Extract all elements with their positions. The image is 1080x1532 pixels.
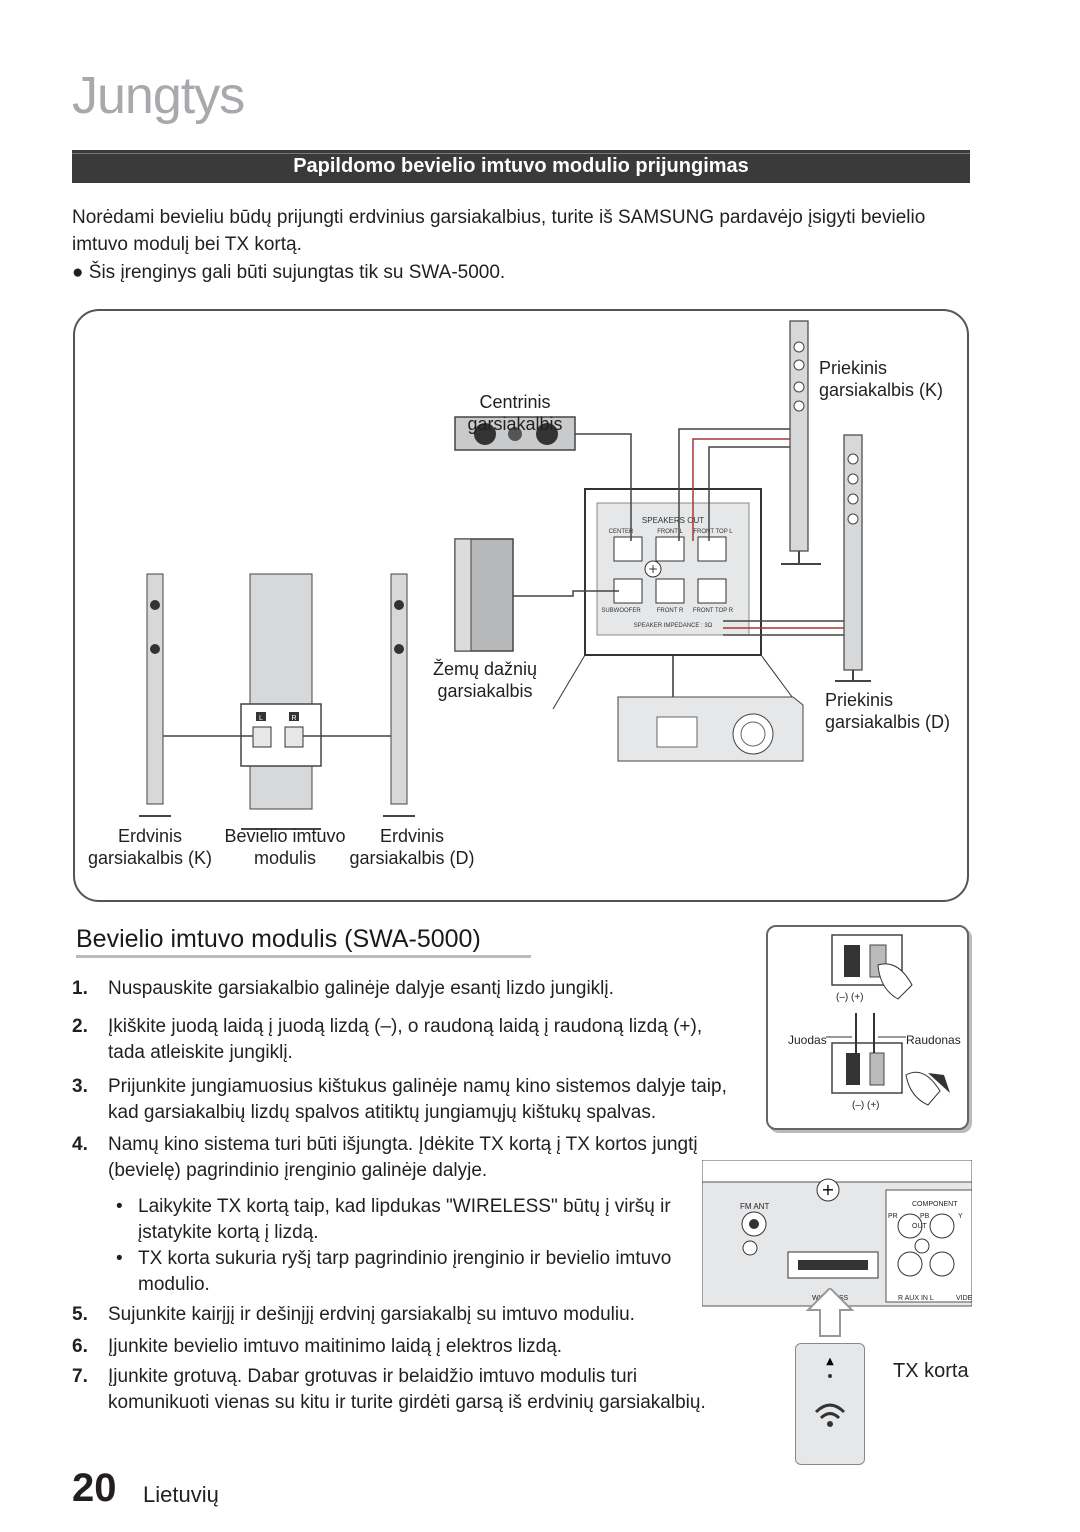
surround-left-speaker-graphic <box>139 573 171 817</box>
step-text: Sujunkite kairįjį ir dešinįjį erdvinį ga… <box>108 1304 635 1325</box>
main-unit-rear-graphic <box>617 696 804 762</box>
terminal-insertion-inset: (–) (+) Juodas Raudonas (–) (+) <box>766 925 969 1130</box>
panel-impedance-text: SPEAKER IMPEDANCE : 3Ω <box>634 623 713 629</box>
front-left-label-line2: garsiakalbis (K) <box>819 380 944 400</box>
step-number: 6. <box>72 1336 88 1357</box>
panel-title-text: SPEAKERS OUT <box>642 516 704 525</box>
y-label: Y <box>958 1213 963 1220</box>
black-wire-label: Juodas <box>788 1033 827 1047</box>
step-number: 3. <box>72 1076 88 1097</box>
step-text: Namų kino sistema turi būti išjungta. Įd… <box>108 1134 698 1181</box>
rear-panel-inset: + FM ANT COMPONENT OUT PR PB Y WIRELESS … <box>701 1159 973 1310</box>
connection-diagram: SPEAKERS OUT CENTER FRONT L FRONT TOP L … <box>73 309 969 902</box>
panel-label-front-top-r: FRONT TOP R <box>693 608 734 614</box>
tx-card-graphic: ▲ <box>795 1343 865 1465</box>
step-text: Įjunkite bevielio imtuvo maitinimo laidą… <box>108 1336 563 1357</box>
pr-label: PR <box>888 1213 898 1220</box>
module-r-label: R <box>291 715 296 722</box>
surround-right-label-line1: Erdvinis <box>379 826 445 846</box>
pb-label: PB <box>920 1213 930 1220</box>
red-wire-label: Raudonas <box>906 1033 961 1047</box>
front-right-label-line1: Priekinis <box>825 690 894 710</box>
front-right-speaker-graphic <box>835 434 871 682</box>
aux-in-text: AUX IN <box>904 1295 928 1302</box>
panel-label-subwoofer: SUBWOOFER <box>601 608 641 614</box>
speaker-wires <box>513 428 844 636</box>
panel-label-center: CENTER <box>609 529 634 535</box>
step-number: 5. <box>72 1304 88 1325</box>
compatibility-note: ● Šis įrenginys gali būti sujungtas tik … <box>72 262 505 284</box>
subwoofer-label-line2: garsiakalbis <box>437 681 533 701</box>
fm-ant-label: FM ANT <box>740 1202 770 1211</box>
svg-text:▲: ▲ <box>826 1356 834 1367</box>
connection-diagram-art: SPEAKERS OUT CENTER FRONT L FRONT TOP L … <box>139 320 871 830</box>
front-right-label-line2: garsiakalbis (D) <box>825 712 951 732</box>
sub-bullet-text: Laikykite TX kortą taip, kad lipdukas "W… <box>138 1196 671 1243</box>
red-wires <box>692 438 844 629</box>
note-bullet: ● <box>72 262 84 283</box>
center-speaker-label: Centrinis garsiakalbis <box>467 392 563 434</box>
polarity-label-top: (–) (+) <box>836 992 864 1003</box>
surround-right-speaker-graphic <box>383 573 415 817</box>
wireless-module-label: Bevielio imtuvo modulis <box>215 825 355 869</box>
polarity-label-bottom: (–) (+) <box>852 1100 880 1111</box>
subwoofer-label: Žemų dažnių garsiakalbis <box>415 658 555 702</box>
wireless-module-graphic: L R <box>163 573 391 830</box>
sub-bullet-dot: • <box>116 1196 123 1217</box>
surround-left-label: Erdvinis garsiakalbis (K) <box>85 825 215 869</box>
front-right-label: Priekinis garsiakalbis (D) <box>825 689 950 733</box>
surround-left-label-line2: garsiakalbis (K) <box>87 848 213 868</box>
component-out-label: COMPONENT OUT <box>912 1201 958 1230</box>
terminal-insertion-art <box>826 934 950 1106</box>
wireless-module-label-line1: Bevielio imtuvo <box>224 826 346 846</box>
surround-right-label: Erdvinis garsiakalbis (D) <box>347 825 477 869</box>
wireless-module-label-line2: modulis <box>253 848 317 868</box>
step-number: 7. <box>72 1366 88 1387</box>
note-text: Šis įrenginys gali būti sujungtas tik su… <box>88 262 506 283</box>
front-left-speaker-graphic <box>781 320 821 565</box>
aux-in-label: R AUX IN L <box>898 1288 934 1310</box>
step-text: Įjunkite grotuvą. Dabar grotuvas ir bela… <box>108 1366 706 1413</box>
sub-bullet-dot: • <box>116 1248 123 1269</box>
step-text: Nuspauskite garsiakalbio galinėje dalyje… <box>108 978 614 999</box>
subsection-title-underline <box>76 955 531 958</box>
step-number: 2. <box>72 1016 88 1037</box>
surround-right-label-line2: garsiakalbis (D) <box>349 848 475 868</box>
insert-arrow-icon <box>805 1288 855 1337</box>
rear-panel-art: + <box>701 1159 973 1307</box>
aux-r-label: R <box>898 1295 904 1302</box>
panel-label-front-l: FRONT L <box>657 529 683 535</box>
step-number: 1. <box>72 978 88 999</box>
page-number: 20 <box>72 1466 117 1510</box>
wireless-icon: ▲ <box>814 1356 846 1427</box>
video-label: VIDE <box>956 1295 973 1302</box>
module-l-label: L <box>259 715 263 722</box>
subwoofer-label-line1: Žemų dažnių <box>432 659 538 679</box>
speaker-terminal-panel-graphic: SPEAKERS OUT CENTER FRONT L FRONT TOP L … <box>552 488 802 713</box>
intro-paragraph: Norėdami bevieliu būdų prijungti erdvini… <box>72 207 926 255</box>
step-text: Įkiškite juodą laidą į juodą lizdą (–), … <box>108 1016 703 1063</box>
surround-left-label-line1: Erdvinis <box>117 826 183 846</box>
step-text: Prijunkite jungiamuosius kištukus galinė… <box>108 1076 727 1123</box>
panel-label-front-r: FRONT R <box>657 608 684 614</box>
section-heading-bar: Papildomo bevielio imtuvo modulio prijun… <box>72 150 970 183</box>
page-language: Lietuvių <box>143 1482 219 1507</box>
subsection-title: Bevielio imtuvo modulis (SWA-5000) <box>76 925 481 953</box>
panel-label-front-top-l: FRONT TOP L <box>693 529 733 535</box>
svg-text:+: + <box>648 562 658 576</box>
aux-l-label: L <box>929 1295 934 1302</box>
subwoofer-graphic <box>454 538 514 652</box>
center-speaker-graphic <box>454 416 576 451</box>
tx-card-label: TX korta <box>893 1360 969 1382</box>
step-number: 4. <box>72 1134 88 1155</box>
front-left-label-line1: Priekinis <box>819 358 888 378</box>
front-left-label: Priekinis garsiakalbis (K) <box>819 357 943 401</box>
svg-text:+: + <box>821 1180 834 1199</box>
sub-bullet-text: TX korta sukuria ryšį tarp pagrindinio į… <box>138 1248 672 1295</box>
page-title: Jungtys <box>72 67 245 125</box>
